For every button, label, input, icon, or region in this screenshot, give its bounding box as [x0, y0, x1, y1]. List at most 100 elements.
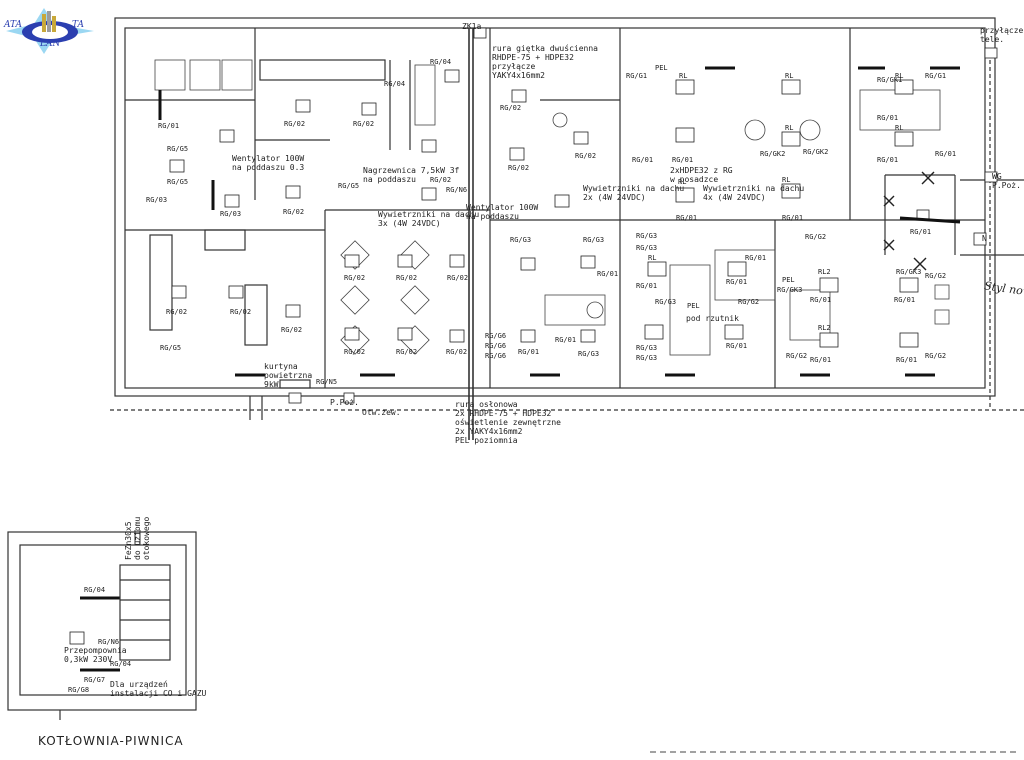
circuit-label: RG/G6: [485, 352, 507, 360]
circuit-label: RG/G5: [338, 182, 360, 190]
vents2-note: Wywietrzniki na dachu 2x (4W 24VDC): [583, 184, 685, 202]
vents3-note: Wywietrzniki na dachu 4x (4W 24VDC): [703, 184, 805, 202]
circuit-label: RL2: [818, 268, 831, 276]
circuit-label: RG/04: [430, 58, 452, 66]
circuit-label: RG/02: [508, 164, 530, 172]
logo-text-lan: LAN: [40, 39, 61, 49]
circuit-label: RG/GK2: [803, 148, 829, 156]
circuit-label: RG/02: [396, 348, 418, 356]
circuit-label: RG/01: [877, 114, 899, 122]
circuit-label: RG/02: [281, 326, 303, 334]
circuit-label: PEL: [782, 276, 795, 284]
circuit-label: RG/01: [555, 336, 577, 344]
circuit-label: RG/GK3: [777, 286, 803, 294]
circuit-label: RG/01: [726, 278, 748, 286]
circuit-label: RG/G1: [925, 72, 947, 80]
circuit-label: RG/G3: [636, 232, 658, 240]
circuit-label: RG/02: [230, 308, 252, 316]
circuit-label: RG/G3: [636, 344, 658, 352]
circuit-label: RG/G1: [626, 72, 648, 80]
circuit-label: RG/01: [632, 156, 654, 164]
circuit-label: RG/GK3: [896, 268, 922, 276]
circuit-label: RG/G3: [510, 236, 532, 244]
circuit-label: RG/G7: [84, 676, 106, 684]
circuit-label: RG/02: [396, 274, 418, 282]
circuit-label: RL: [782, 176, 791, 184]
circuit-label: RG/G5: [160, 344, 182, 352]
circuit-label: RL: [895, 72, 904, 80]
circuit-label: PEL: [655, 64, 668, 72]
circuit-label: RL: [895, 124, 904, 132]
otw-note: Otw.zew.: [362, 408, 401, 417]
circuit-label: RG/G3: [578, 350, 600, 358]
circuit-label: RG/G6: [485, 332, 507, 340]
circuit-label: RG/N6: [98, 638, 120, 646]
circuit-label: RG/04: [84, 586, 106, 594]
logo-text-ata: ATA: [4, 20, 23, 30]
circuit-label: RG/G3: [636, 244, 658, 252]
pipe-top-note: rura giętka dwuścienna RHDPE-75 + HDPE32…: [492, 44, 598, 80]
circuit-label: RL: [648, 254, 657, 262]
circuit-label: RG/01: [894, 296, 916, 304]
circuit-label: RL: [678, 178, 687, 186]
circuit-label: RL: [679, 72, 688, 80]
circuit-label: RG/G6: [485, 342, 507, 350]
vents1-note: Wywietrzniki na dachu 3x (4W 24VDC): [378, 210, 480, 228]
circuit-label: RG/G8: [68, 686, 90, 694]
circuit-label: RG/01: [910, 228, 932, 236]
circuit-label: RG/01: [782, 214, 804, 222]
riser-note: FeZn30x5 do uziomu otokowego: [124, 516, 151, 560]
circuit-label: RG/GK2: [760, 150, 786, 158]
circuit-label: RG/N5: [316, 378, 338, 386]
circuit-label: RG/02: [344, 348, 366, 356]
projector-note: pod rzutnik: [686, 314, 739, 323]
circuit-label: RG/02: [166, 308, 188, 316]
circuit-label: RG/01: [518, 348, 540, 356]
circuit-label: RG/01: [935, 150, 957, 158]
circuit-label: RG/02: [430, 176, 452, 184]
curtain-note: kurtyna powietrzna 9kW: [264, 362, 313, 389]
circuit-label: RG/G3: [583, 236, 605, 244]
circuit-label: RG/01: [896, 356, 918, 364]
circuit-label: RG/G5: [167, 145, 189, 153]
circuit-label: RG/01: [810, 296, 832, 304]
circuit-label: PEL: [687, 302, 700, 310]
basement-caption: KOTŁOWNIA-PIWNICA: [38, 734, 184, 748]
circuit-label: RG/02: [344, 274, 366, 282]
circuit-label: RG/G2: [786, 352, 808, 360]
circuit-label: RG/01: [158, 122, 180, 130]
circuit-label: RG/GK1: [877, 76, 903, 84]
circuit-label: RG/01: [726, 342, 748, 350]
circuit-label: RG/G2: [805, 233, 827, 241]
connection-note: przyłącze tele.: [980, 26, 1024, 44]
circuit-label: RL: [785, 72, 794, 80]
heater-note: Nagrzewnica 7,5kW 3f na poddaszu: [363, 166, 460, 184]
circuit-label: RG/01: [676, 214, 698, 222]
circuit-label: RG/04: [110, 660, 132, 668]
circuit-label: RG/01: [745, 254, 767, 262]
circuit-label: RG/N6: [446, 186, 468, 194]
wg-note: WG P.Poż.: [992, 172, 1021, 190]
circuit-label: RG/02: [447, 274, 469, 282]
atatalan-logo: ATA TA LAN: [4, 6, 96, 56]
circuit-label: RG/01: [877, 156, 899, 164]
zk-label: ZK1a: [462, 22, 482, 31]
circuit-label: RL: [785, 124, 794, 132]
pump-note: Przepompownia 0,3kW 230V: [64, 646, 127, 664]
circuit-label: RG/03: [146, 196, 168, 204]
fan2-note: Wentylator 100W na poddaszu: [466, 203, 539, 221]
n-note: N: [982, 234, 987, 243]
ppoz-note: P.Poż.: [330, 398, 359, 407]
pipe-hdpe-note: 2xHDPE32 z RG w posadzce: [670, 166, 733, 184]
circuit-label: RG/02: [353, 120, 375, 128]
circuit-label: RG/01: [672, 156, 694, 164]
devices-note: Dla urządzeń instalacji CO i GAZU: [110, 680, 207, 698]
circuit-label: RG/01: [597, 270, 619, 278]
circuit-label: RG/G3: [636, 354, 658, 362]
circuit-label: RG/02: [283, 208, 305, 216]
circuit-label: RG/01: [636, 282, 658, 290]
circuit-label: RG/G2: [738, 298, 760, 306]
circuit-label: RG/G2: [925, 352, 947, 360]
circuit-label: RG/03: [220, 210, 242, 218]
